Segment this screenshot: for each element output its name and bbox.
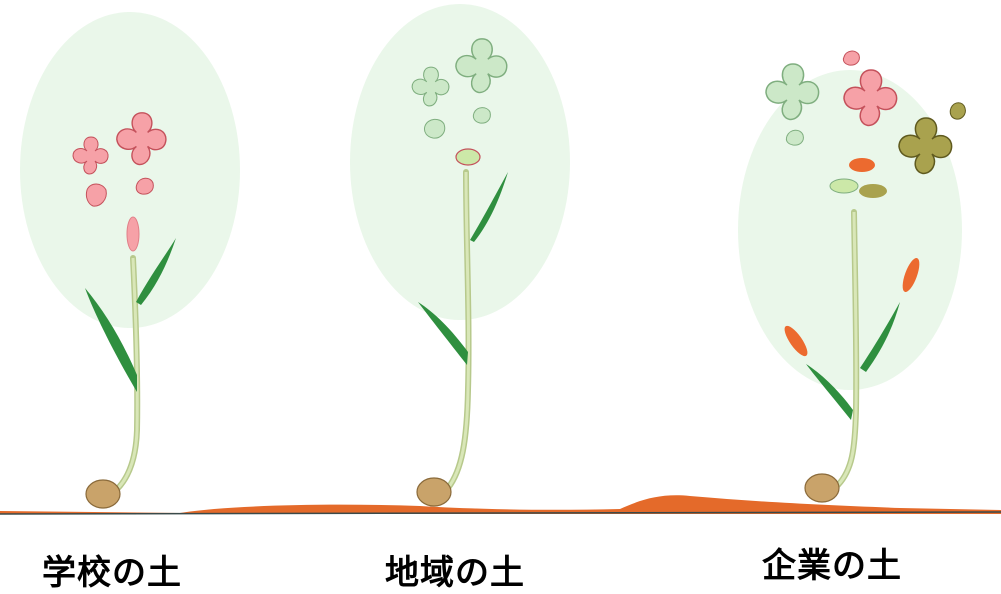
leaf-icon (85, 288, 137, 392)
bud (849, 158, 875, 172)
petal (424, 118, 446, 139)
petal (785, 129, 804, 146)
leaf-icon (136, 238, 176, 305)
ground-line (0, 511, 1001, 515)
petal (85, 183, 107, 207)
bud (829, 178, 859, 194)
leaf-icon (418, 302, 468, 365)
plant-community (411, 38, 508, 507)
bud (126, 216, 140, 252)
label-community-soil: 地域の土 (385, 553, 525, 593)
bud (902, 257, 920, 293)
label-school-soil: 学校の土 (42, 553, 182, 593)
seed (85, 479, 121, 509)
plant-school (72, 112, 176, 509)
seed (416, 477, 452, 507)
halo-school (20, 12, 240, 328)
seed (804, 473, 840, 503)
bud (859, 184, 887, 198)
soil (0, 495, 1001, 514)
petal (949, 102, 966, 120)
plant-company (765, 50, 966, 503)
bud (784, 325, 808, 357)
petal (135, 177, 154, 195)
leaf-icon (806, 364, 853, 420)
label-company-soil: 企業の土 (762, 546, 902, 586)
petal (472, 107, 491, 124)
petal (842, 50, 860, 66)
leaf-icon (860, 302, 900, 372)
bud (455, 148, 481, 166)
leaf-icon (470, 172, 508, 242)
